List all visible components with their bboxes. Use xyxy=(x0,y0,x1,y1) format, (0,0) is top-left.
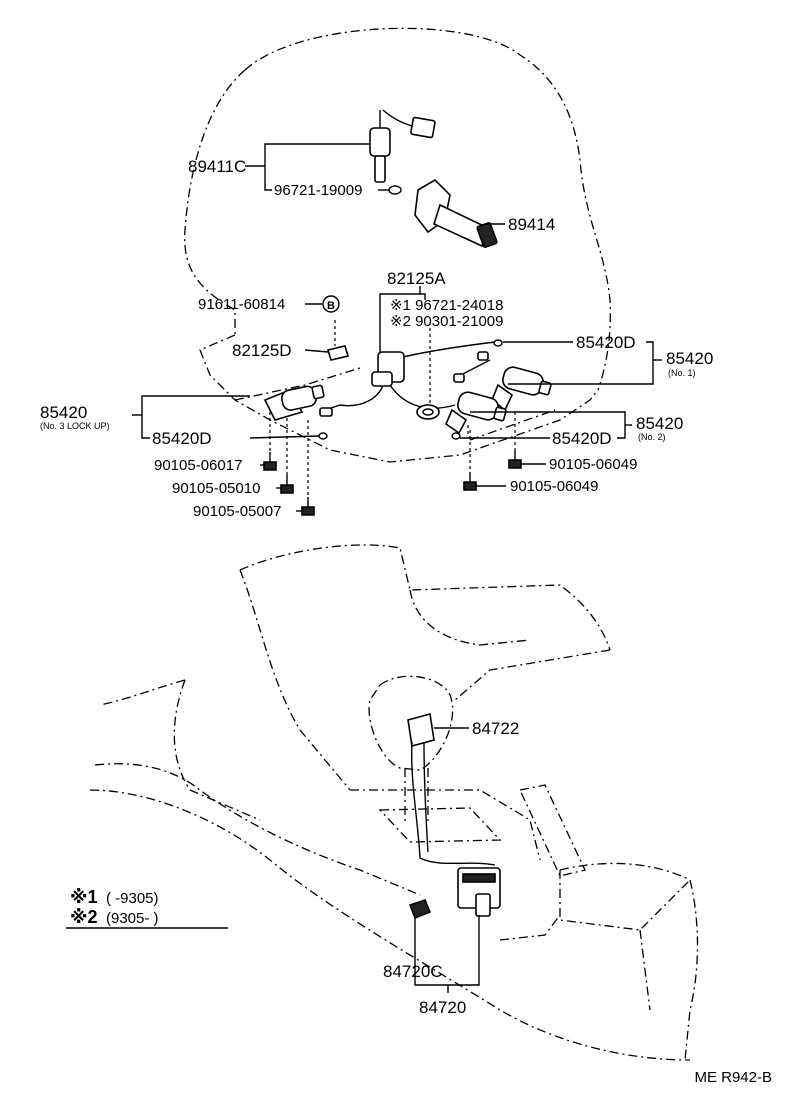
solenoid-no3-lockup xyxy=(263,384,325,421)
legend-text-1: ( -9305) xyxy=(106,890,159,907)
label-84722: 84722 xyxy=(472,719,519,738)
switch-assembly-84720 xyxy=(457,867,501,917)
leader-lines-upper xyxy=(132,143,662,512)
label-85420d-left: 85420D xyxy=(152,429,212,448)
parking-brake-lever xyxy=(519,784,586,877)
legend-mark-1: ※1 xyxy=(70,887,98,907)
label-90105-06049-a: 90105-06049 xyxy=(549,456,637,473)
legend-mark-2: ※2 xyxy=(70,907,98,927)
label-85420d-right: 85420D xyxy=(552,429,612,448)
driven-gear-89414 xyxy=(414,178,498,248)
note-no3-lockup: (No. 3 LOCK UP) xyxy=(40,421,110,431)
o-ring-96721-19009 xyxy=(388,185,402,195)
connector-82125a xyxy=(371,351,405,387)
b-marker-circle xyxy=(322,295,340,313)
solenoid-no1 xyxy=(491,366,552,412)
legend-text-2: (9305- ) xyxy=(106,910,159,927)
label-91611-60814: 91611-60814 xyxy=(198,296,285,313)
seal-85420d-right xyxy=(451,432,461,440)
label-85420d-top: 85420D xyxy=(576,333,636,352)
label-84720c: 84720C xyxy=(383,962,443,981)
install-lines xyxy=(269,320,516,497)
label-90105-06017: 90105-06017 xyxy=(154,457,242,474)
legend: ※1 ( -9305) ※2 (9305- ) xyxy=(66,887,228,929)
label-82125a: 82125A xyxy=(387,269,446,288)
label-89411c: 89411C xyxy=(188,157,246,176)
label-84720: 84720 xyxy=(419,998,466,1017)
label-90105-06049-b: 90105-06049 xyxy=(510,478,598,495)
label-85420-no2: 85420 xyxy=(636,414,683,433)
solenoid-no2 xyxy=(445,391,507,435)
seal-85420d-top xyxy=(493,339,503,347)
cabin-outline xyxy=(89,544,699,1061)
seal-85420d-left xyxy=(318,432,328,440)
transmission-outline xyxy=(184,27,611,463)
bolt-icons xyxy=(263,450,522,516)
label-85420-no1: 85420 xyxy=(666,349,713,368)
label-82125d: 82125D xyxy=(232,341,292,360)
o-ring-alt xyxy=(416,404,440,420)
b-marker: B xyxy=(327,300,335,312)
shift-knob xyxy=(368,675,454,825)
speed-sensor-89411c xyxy=(369,109,436,183)
part-labels: 89411C 96721-19009 89414 82125A 91611-60… xyxy=(40,157,713,1017)
label-90105-05007: 90105-05007 xyxy=(193,503,281,520)
clip-84720c xyxy=(408,899,432,920)
note-no2: (No. 2) xyxy=(638,432,666,442)
diagram-code: ME R942-B xyxy=(694,1069,772,1086)
label-alt2: ※2 90301-21009 xyxy=(390,313,504,330)
label-90105-05010: 90105-05010 xyxy=(172,480,260,497)
clamp-82125d xyxy=(326,345,350,361)
overdrive-switch-84722 xyxy=(407,712,496,866)
label-85420-left: 85420 xyxy=(40,403,87,422)
note-no1: (No. 1) xyxy=(668,368,696,378)
label-96721-19009: 96721-19009 xyxy=(274,182,362,199)
label-89414: 89414 xyxy=(508,215,555,234)
label-alt1: ※1 96721-24018 xyxy=(390,297,504,314)
leader-lines-lower xyxy=(414,727,480,993)
